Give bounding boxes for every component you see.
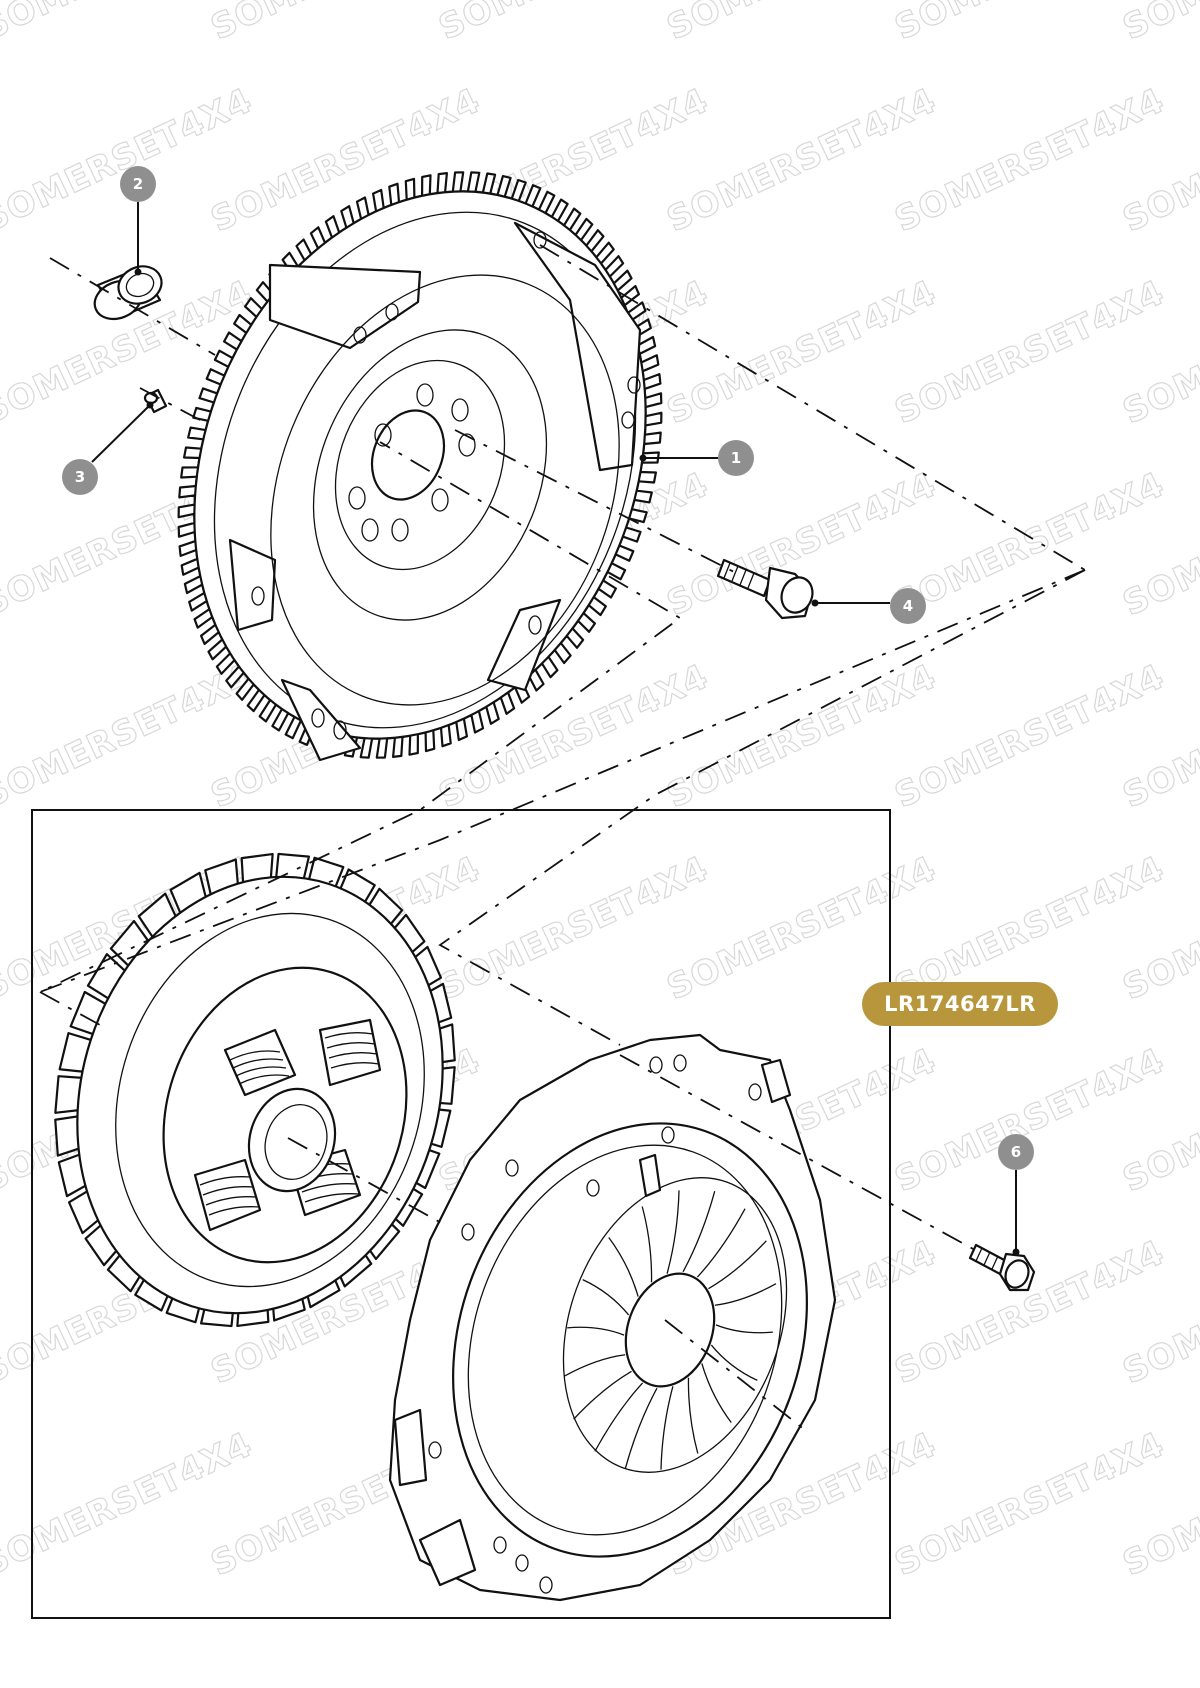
callout-4: 4	[811, 588, 926, 624]
callout-label-2: 2	[133, 175, 143, 193]
diaphragm-finger	[567, 1326, 625, 1336]
damper-springs	[193, 1018, 382, 1232]
flywheel-bolt[interactable]	[716, 558, 818, 620]
callout-3: 3	[62, 401, 154, 495]
diaphragm-finger	[710, 1344, 758, 1381]
callout-label-4: 4	[903, 597, 913, 615]
diaphragm-finger	[573, 1370, 632, 1420]
diaphragm-finger	[594, 1382, 644, 1452]
clutch-kit-box	[31, 809, 891, 1619]
diaphragm-finger	[714, 1283, 777, 1306]
clutch-driven-plate[interactable]	[22, 829, 498, 1361]
diaphragm-finger	[582, 1279, 630, 1316]
pressure-plate-bolt[interactable]	[968, 1243, 1036, 1292]
diaphragm-finger	[687, 1377, 699, 1454]
diaphragm-finger	[563, 1354, 626, 1377]
callout-label-1: 1	[731, 449, 741, 467]
callout-1: 1	[639, 440, 754, 476]
diaphragm-finger	[715, 1324, 773, 1334]
diaphragm-finger	[701, 1363, 732, 1423]
diaphragm-finger	[682, 1190, 716, 1273]
diaphragm-finger	[708, 1240, 767, 1290]
callout-2: 2	[120, 166, 156, 276]
diaphragm-finger	[624, 1387, 658, 1470]
diaphragm-finger	[666, 1190, 680, 1274]
diaphragm-finger	[660, 1386, 674, 1470]
diaphragm-finger	[608, 1237, 639, 1297]
diaphragm-finger	[641, 1206, 653, 1283]
spigot-bush[interactable]	[89, 260, 167, 326]
callout-label-3: 3	[75, 468, 85, 486]
callout-6: 6	[998, 1134, 1034, 1256]
assembly-center-lines	[39, 244, 1086, 1431]
diaphragm-finger	[696, 1208, 746, 1278]
kit-part-number-badge[interactable]: LR174647LR	[862, 982, 1058, 1026]
clutch-pressure-plate[interactable]	[388, 1033, 866, 1607]
callout-label-6: 6	[1011, 1143, 1021, 1161]
watermark-text: SOMERSET4X4	[1117, 0, 1200, 48]
